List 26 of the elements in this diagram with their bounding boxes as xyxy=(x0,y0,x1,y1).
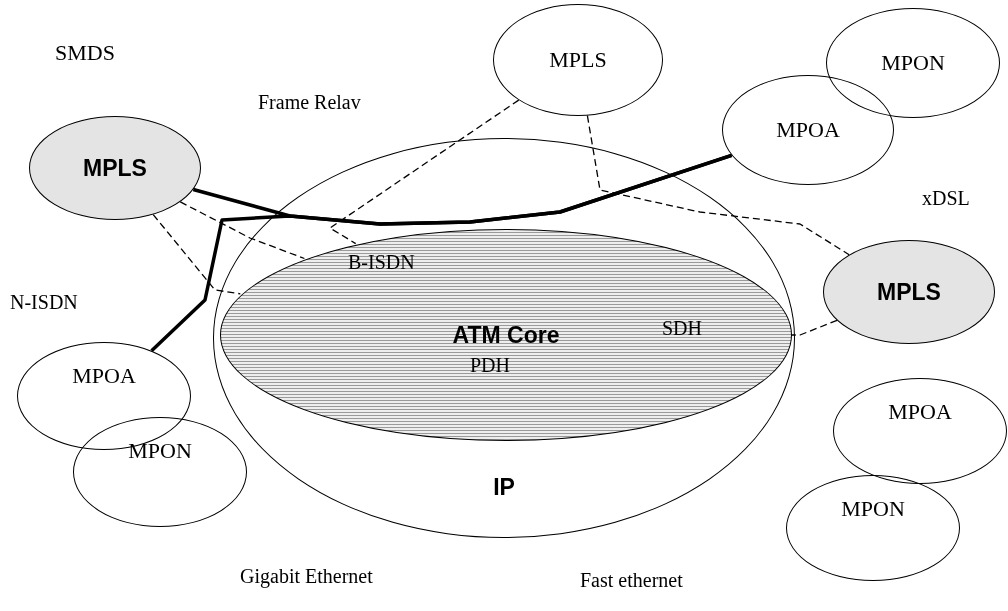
network-label: Frame Relav xyxy=(258,92,361,112)
network-label: N-ISDN xyxy=(10,292,78,312)
node-label: MPOA xyxy=(776,119,840,141)
node-label: MPLS xyxy=(877,280,941,304)
node-label: IP xyxy=(493,476,515,499)
node-label: MPON xyxy=(841,498,905,520)
node-label: MPON xyxy=(128,440,192,462)
network-label: PDH xyxy=(470,355,510,375)
network-label: SDH xyxy=(662,318,702,338)
network-label: B-ISDN xyxy=(348,252,415,272)
network-label: Gigabit Ethernet xyxy=(240,566,373,586)
node-label: ATM Core xyxy=(452,323,560,347)
dashed-link-line xyxy=(790,319,838,336)
dashed-link-line xyxy=(329,99,520,245)
node-label: MPOA xyxy=(888,401,952,423)
dashed-link-line xyxy=(179,201,306,260)
link-line xyxy=(150,153,733,353)
node-label: MPLS xyxy=(83,156,147,180)
node-label: MPOA xyxy=(72,365,136,387)
network-label: SMDS xyxy=(55,42,115,64)
node-label: MPLS xyxy=(549,49,607,71)
network-label: Fast ethernet xyxy=(580,570,683,590)
network-label: xDSL xyxy=(922,188,970,208)
dashed-link-line xyxy=(586,115,850,256)
node-label: MPON xyxy=(881,52,945,74)
dashed-link-line xyxy=(152,213,241,295)
